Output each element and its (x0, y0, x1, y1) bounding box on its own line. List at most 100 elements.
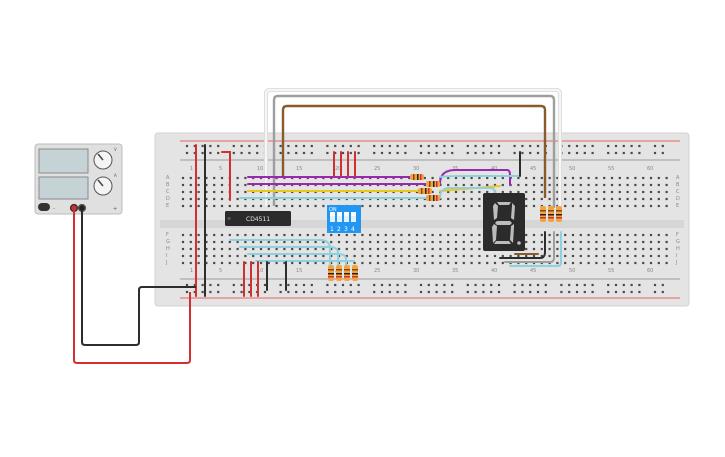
rail-hole[interactable] (373, 144, 376, 148)
rail-hole[interactable] (451, 283, 454, 287)
breadboard-hole[interactable] (439, 254, 442, 258)
breadboard-hole[interactable] (189, 190, 192, 194)
power-switch[interactable] (38, 203, 50, 211)
breadboard-hole[interactable] (376, 254, 380, 258)
breadboard-hole[interactable] (454, 247, 458, 251)
rail-hole[interactable] (404, 290, 407, 294)
breadboard-hole[interactable] (579, 247, 582, 251)
rail-hole[interactable] (388, 283, 391, 287)
breadboard-hole[interactable] (353, 233, 356, 237)
rail-hole[interactable] (536, 283, 540, 287)
breadboard-hole[interactable] (384, 247, 387, 251)
rail-hole[interactable] (607, 283, 610, 287)
rail-hole[interactable] (490, 151, 493, 155)
breadboard-hole[interactable] (259, 204, 263, 208)
breadboard-hole[interactable] (205, 233, 208, 237)
breadboard-hole[interactable] (626, 254, 629, 258)
breadboard-hole[interactable] (587, 261, 590, 265)
rail-hole[interactable] (482, 283, 485, 287)
rail-hole[interactable] (638, 290, 641, 294)
breadboard-hole[interactable] (408, 204, 411, 208)
rail-hole[interactable] (474, 290, 477, 294)
rail-hole[interactable] (622, 144, 625, 148)
rail-hole[interactable] (341, 144, 345, 148)
breadboard-hole[interactable] (462, 183, 465, 187)
breadboard-hole[interactable] (478, 240, 481, 244)
breadboard-hole[interactable] (267, 240, 270, 244)
breadboard-hole[interactable] (431, 233, 434, 237)
breadboard-hole[interactable] (587, 176, 590, 180)
rail-hole[interactable] (536, 144, 540, 148)
breadboard-hole[interactable] (587, 240, 590, 244)
breadboard-hole[interactable] (657, 176, 660, 180)
rail-hole[interactable] (529, 144, 532, 148)
power-supply[interactable]: V A - + (34, 143, 123, 215)
rail-hole[interactable] (388, 144, 391, 148)
breadboard-hole[interactable] (595, 261, 598, 265)
breadboard-hole[interactable] (423, 233, 426, 237)
breadboard-hole[interactable] (649, 233, 653, 237)
rail-hole[interactable] (373, 290, 376, 294)
breadboard-hole[interactable] (283, 254, 286, 258)
resistor[interactable] (328, 265, 334, 281)
breadboard-hole[interactable] (447, 247, 450, 251)
rail-hole[interactable] (513, 151, 516, 155)
breadboard-hole[interactable] (564, 183, 567, 187)
breadboard-hole[interactable] (259, 261, 263, 265)
rail-hole[interactable] (607, 290, 610, 294)
rail-hole[interactable] (388, 290, 391, 294)
breadboard-hole[interactable] (298, 254, 302, 258)
dip-switch[interactable]: ON 1 2 3 4 (327, 205, 361, 233)
rail-hole[interactable] (638, 283, 641, 287)
breadboard-hole[interactable] (439, 261, 442, 265)
rail-hole[interactable] (607, 151, 610, 155)
breadboard-hole[interactable] (525, 254, 528, 258)
breadboard-hole[interactable] (626, 190, 629, 194)
breadboard-hole[interactable] (548, 176, 551, 180)
rail-hole[interactable] (334, 144, 337, 148)
rail-hole[interactable] (622, 151, 625, 155)
rail-hole[interactable] (513, 144, 516, 148)
rail-hole[interactable] (217, 283, 220, 287)
rail-hole[interactable] (404, 144, 407, 148)
breadboard-hole[interactable] (197, 183, 200, 187)
breadboard-hole[interactable] (634, 197, 637, 201)
breadboard-hole[interactable] (603, 183, 606, 187)
dip-toggle-3[interactable] (344, 212, 349, 222)
rail-hole[interactable] (622, 283, 625, 287)
breadboard-hole[interactable] (603, 247, 606, 251)
breadboard-hole[interactable] (330, 240, 333, 244)
breadboard-hole[interactable] (322, 261, 325, 265)
rail-hole[interactable] (193, 151, 196, 155)
breadboard-hole[interactable] (197, 204, 200, 208)
breadboard-hole[interactable] (431, 247, 434, 251)
breadboard-hole[interactable] (228, 254, 231, 258)
rail-hole[interactable] (185, 283, 189, 287)
breadboard-hole[interactable] (454, 233, 458, 237)
breadboard-hole[interactable] (298, 261, 302, 265)
rail-hole[interactable] (302, 283, 306, 287)
breadboard-hole[interactable] (532, 233, 536, 237)
rail-hole[interactable] (295, 151, 298, 155)
breadboard-hole[interactable] (392, 254, 395, 258)
breadboard-hole[interactable] (462, 240, 465, 244)
breadboard-hole[interactable] (252, 233, 255, 237)
breadboard-hole[interactable] (626, 197, 629, 201)
breadboard-hole[interactable] (649, 254, 653, 258)
breadboard-hole[interactable] (337, 233, 341, 237)
rail-hole[interactable] (404, 151, 407, 155)
breadboard-hole[interactable] (447, 254, 450, 258)
breadboard-hole[interactable] (189, 176, 192, 180)
breadboard-hole[interactable] (291, 233, 294, 237)
breadboard-hole[interactable] (571, 247, 575, 251)
breadboard-hole[interactable] (213, 183, 216, 187)
rail-hole[interactable] (575, 151, 579, 155)
breadboard-hole[interactable] (236, 261, 239, 265)
breadboard-hole[interactable] (400, 254, 403, 258)
breadboard-hole[interactable] (618, 190, 621, 194)
breadboard-hole[interactable] (595, 240, 598, 244)
breadboard-hole[interactable] (626, 176, 629, 180)
rail-hole[interactable] (388, 151, 391, 155)
breadboard-hole[interactable] (236, 233, 239, 237)
breadboard-hole[interactable] (306, 204, 309, 208)
